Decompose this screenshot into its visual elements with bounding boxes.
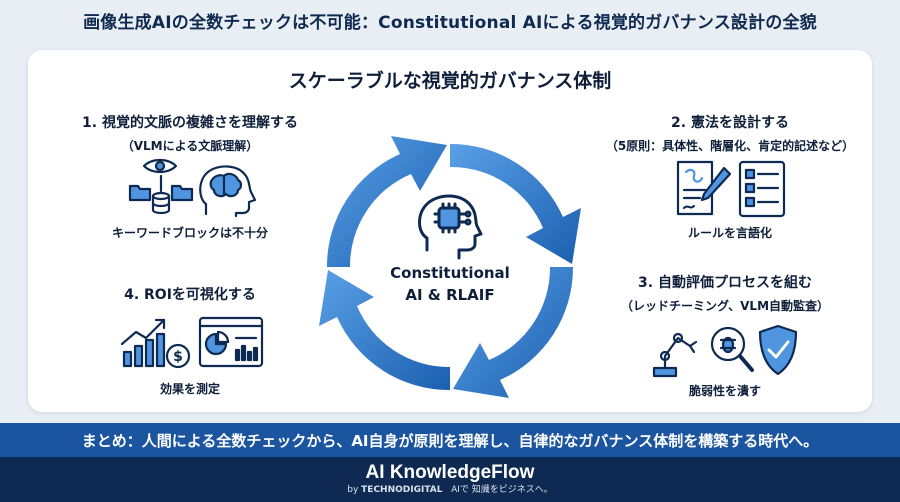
cycle-arrow-top-right <box>450 143 581 264</box>
step-3-title: 3. 自動評価プロセスを組む <box>638 275 812 291</box>
dashboard-icon <box>198 316 264 368</box>
step-3: 3. 自動評価プロセスを組む （レッドチーミング、VLM自動監査） 脆弱性を潰す <box>575 272 875 398</box>
cycle-arrow-top-left <box>326 136 447 267</box>
page-title: 画像生成AIの全数チェックは不可能：Constitutional AIによる視覚… <box>83 12 817 33</box>
checklist-icon <box>738 160 786 218</box>
cycle-diagram <box>319 136 581 398</box>
footer-byline: by TECHNODIGITAL AIで 知識をビジネスへ。 <box>0 484 900 496</box>
footer-brand: AI KnowledgeFlow <box>365 462 535 483</box>
database-icon <box>151 174 171 215</box>
growth-chart-icon <box>120 318 166 368</box>
step-1-caption: キーワードブロックは不十分 <box>111 226 268 240</box>
step-4-title: 4. ROIを可視化する <box>124 287 256 303</box>
step-2-subtitle: （5原則：具体性、階層化、肯定的記述など） <box>605 139 855 153</box>
head-chip-icon <box>418 194 483 260</box>
step-2-caption: ルールを言語化 <box>687 226 772 240</box>
step-4: 4. ROIを可視化する $ 効果を測定 <box>40 284 340 396</box>
center-label-line1: Constitutional <box>390 264 510 282</box>
folder-icon <box>128 184 194 202</box>
summary-text: まとめ：人間による全数チェックから、AI自身が原則を理解し、自律的なガバナンス体… <box>81 431 819 450</box>
header-bar: 画像生成AIの全数チェックは不可能：Constitutional AIによる視覚… <box>0 0 900 40</box>
step-2: 2. 憲法を設計する （5原則：具体性、階層化、肯定的記述など） ルールを言語化 <box>560 112 900 240</box>
document-signing-icon <box>676 160 732 216</box>
step-1: 1. 視覚的文脈の複雑さを理解する （VLMによる文脈理解） キーワードブロック… <box>40 112 340 240</box>
footer: AI KnowledgeFlow by TECHNODIGITAL AIで 知識… <box>0 457 900 502</box>
robot-arm-icon <box>652 332 698 378</box>
footer-by: by <box>347 485 359 495</box>
step-3-subtitle: （レッドチーミング、VLM自動監査） <box>620 299 830 313</box>
step-1-subtitle: （VLMによる文脈理解） <box>121 139 259 153</box>
step-4-caption: 効果を測定 <box>159 382 220 396</box>
center-label: Constitutional AI & RLAIF <box>350 262 550 306</box>
step-3-caption: 脆弱性を潰す <box>688 384 761 398</box>
shield-check-icon <box>758 324 798 376</box>
footer-tagline: AIで 知識をビジネスへ。 <box>451 485 553 495</box>
eye-icon <box>142 158 178 174</box>
center-label-line2: AI & RLAIF <box>405 286 495 304</box>
summary-bar: まとめ：人間による全数チェックから、AI自身が原則を理解し、自律的なガバナンス体… <box>0 423 900 457</box>
cycle-arrow-bottom-right <box>453 267 574 398</box>
step-1-title: 1. 視覚的文脈の複雑さを理解する <box>82 115 298 131</box>
svg-text:$: $ <box>173 349 183 365</box>
dollar-coin-icon: $ <box>165 343 191 369</box>
cycle-arrow-bottom-left <box>319 270 450 391</box>
footer-company: TECHNODIGITAL <box>361 485 443 495</box>
head-brain-icon <box>199 165 257 218</box>
bug-magnifier-icon <box>710 326 754 372</box>
diagram-title: スケーラブルな視覚的ガバナンス体制 <box>288 70 612 92</box>
step-2-title: 2. 憲法を設計する <box>671 115 789 131</box>
